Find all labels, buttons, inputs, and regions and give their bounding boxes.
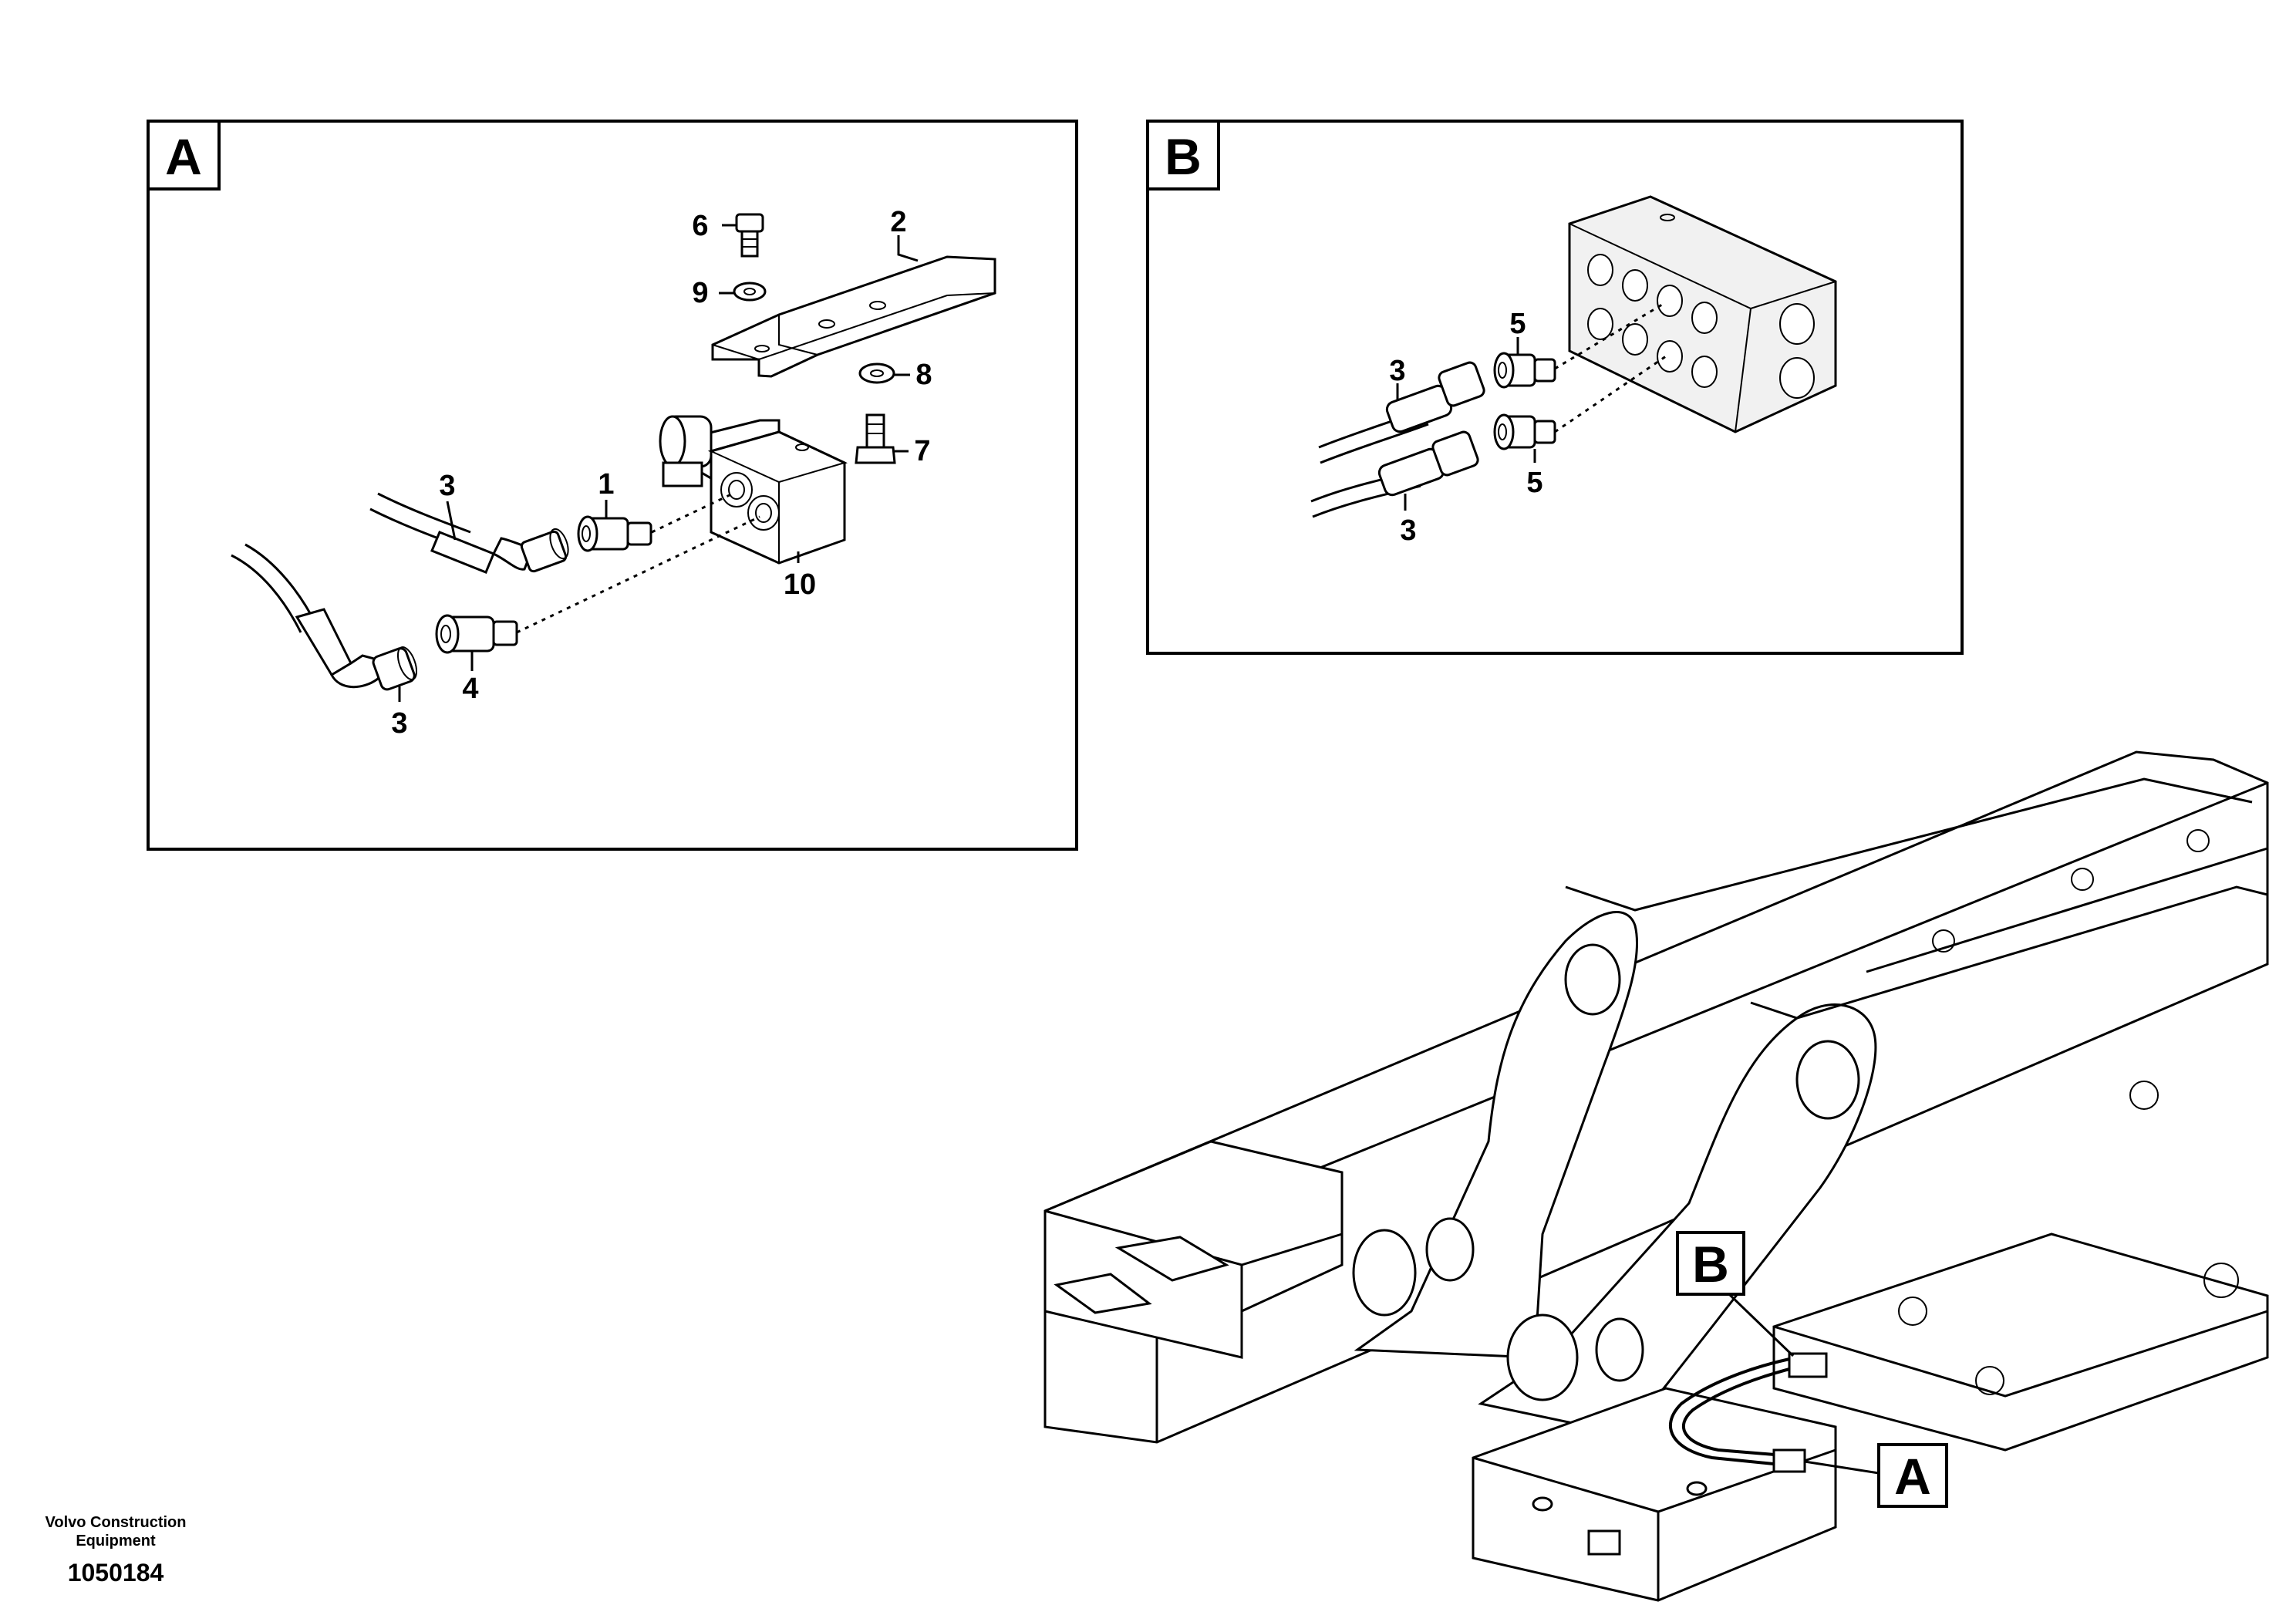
hose-b-upper-part xyxy=(1318,361,1485,464)
bolt-7-part xyxy=(855,413,896,464)
detail-b-letter-box xyxy=(1146,120,1220,191)
fitting-1-part xyxy=(577,515,652,552)
callout-8: 8 xyxy=(915,359,932,391)
fitting-4-part xyxy=(435,614,518,654)
assembly-line-5-upper xyxy=(1554,301,1667,370)
detail-a-frame xyxy=(147,120,1078,851)
callout-6: 6 xyxy=(692,210,708,242)
detail-b-letter: B xyxy=(1165,128,1202,185)
detail-b-frame xyxy=(1146,120,1964,655)
valve-block-part xyxy=(659,415,848,565)
overview-marker-b: B xyxy=(1676,1231,1795,1357)
callout-3-upper: 3 xyxy=(439,470,455,502)
bolt-6-part xyxy=(735,213,764,258)
washer-8-part xyxy=(858,363,895,384)
callout-4: 4 xyxy=(462,673,478,705)
callout-b-3-lower: 3 xyxy=(1400,514,1416,547)
marker-a-leader xyxy=(1804,1460,1880,1475)
footer-block: Volvo Construction Equipment 1050184 xyxy=(39,1513,193,1590)
marker-b-box xyxy=(1676,1231,1745,1296)
callout-b-5-lower: 5 xyxy=(1526,467,1542,499)
hose-lower-part xyxy=(231,543,418,691)
callout-b-5-upper: 5 xyxy=(1509,308,1526,340)
detail-b-panel: B xyxy=(1146,120,1964,655)
fitting-5-lower-part xyxy=(1493,413,1556,450)
assembly-line-5-lower xyxy=(1554,355,1667,433)
marker-a-letter: A xyxy=(1894,1448,1931,1505)
callout-9: 9 xyxy=(692,277,708,309)
company-name-line1: Volvo Construction xyxy=(45,1514,187,1531)
hose-b-lower-part xyxy=(1310,430,1479,518)
company-name-line2: Equipment xyxy=(76,1533,156,1549)
callout-3-lower: 3 xyxy=(391,707,407,740)
detail-a-letter: A xyxy=(165,128,202,185)
detail-a-panel: A xyxy=(147,120,1078,851)
hose-upper-part xyxy=(369,492,569,574)
marker-b-letter: B xyxy=(1692,1236,1729,1293)
detail-b-leaders xyxy=(1396,337,1536,511)
callout-2: 2 xyxy=(890,206,906,238)
drawing-number: 1050184 xyxy=(67,1559,164,1587)
assembly-line-1 xyxy=(651,492,733,534)
callout-7: 7 xyxy=(914,435,930,467)
detail-a-leaders xyxy=(398,224,919,702)
fitting-5-upper-part xyxy=(1493,352,1556,389)
machine-frame-overview xyxy=(1043,750,2269,1602)
detail-a-letter-box xyxy=(147,120,221,191)
callout-10: 10 xyxy=(784,568,816,601)
callout-b-3-upper: 3 xyxy=(1389,355,1405,387)
overview-marker-a: A xyxy=(1804,1443,1948,1508)
manifold-block-part xyxy=(1568,195,1837,433)
marker-a-box xyxy=(1877,1443,1948,1508)
bracket-part xyxy=(711,255,996,378)
marker-b-leader xyxy=(1728,1293,1795,1357)
washer-9-part xyxy=(733,282,767,302)
assembly-line-4 xyxy=(516,515,760,634)
callout-1: 1 xyxy=(598,468,614,501)
